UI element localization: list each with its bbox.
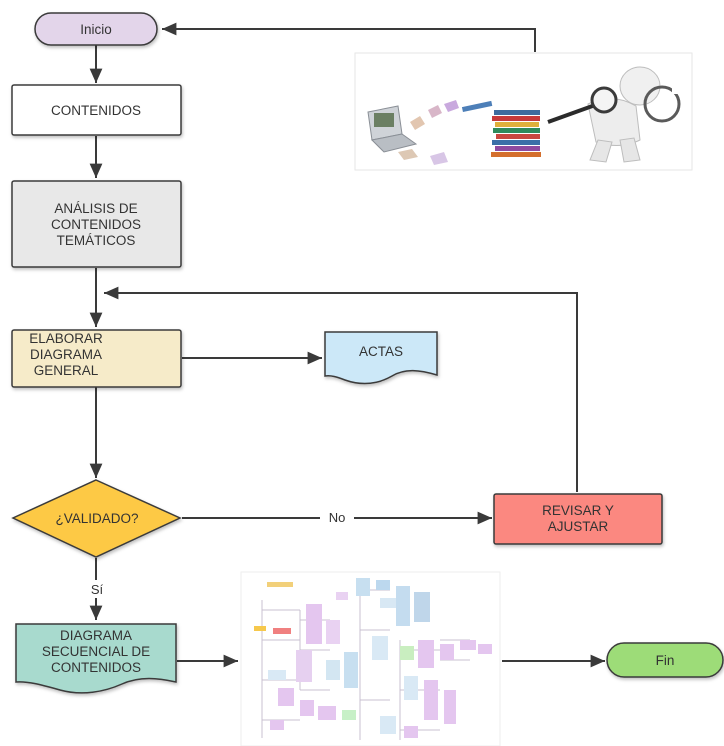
analysis-label-line-3: TEMÁTICOS xyxy=(57,233,136,248)
elaborate-node xyxy=(11,329,182,388)
decision-label: ¿VALIDADO? xyxy=(55,511,138,526)
end-node xyxy=(606,642,724,678)
contents-label: CONTENIDOS xyxy=(51,103,141,118)
magnifier-person-icon xyxy=(547,66,682,163)
analysis-label-line-2: CONTENIDOS xyxy=(51,217,141,232)
thumbnail-boxes xyxy=(254,578,492,738)
edge-yes-label: Sí xyxy=(91,582,104,597)
contents-node xyxy=(11,84,182,136)
sequence-diagram-thumbnail xyxy=(240,571,501,746)
edge-revise-loop xyxy=(104,286,578,492)
elaborate-label-line-1: ELABORAR xyxy=(29,331,103,346)
analysis-node xyxy=(11,180,182,268)
end-label: Fin xyxy=(656,653,675,668)
research-illustration xyxy=(354,52,693,171)
edge-yes-label-bg xyxy=(84,580,110,598)
analysis-label-line-1: ANÁLISIS DE xyxy=(54,201,137,216)
decision-node xyxy=(11,479,182,558)
elaborate-label-line-2: DIAGRAMA xyxy=(30,347,102,362)
edge-no-label: No xyxy=(329,510,346,525)
revise-node xyxy=(493,493,663,545)
edge-no-label-bg xyxy=(320,508,354,526)
elaborate-label-line-3: GENERAL xyxy=(34,363,99,378)
revise-label-line-1: REVISAR Y xyxy=(542,503,614,518)
actas-label: ACTAS xyxy=(359,344,403,359)
start-label: Inicio xyxy=(80,22,112,37)
revise-label-line-2: AJUSTAR xyxy=(548,519,609,534)
flying-papers-icon xyxy=(398,100,459,165)
start-node xyxy=(34,12,158,46)
sequence-label-line-2: SECUENCIAL DE xyxy=(42,644,150,659)
laptop-icon xyxy=(367,105,418,153)
thumbnail-lines xyxy=(261,580,470,740)
sequence-node xyxy=(15,623,177,694)
actas-node xyxy=(324,331,438,385)
sequence-label-line-1: DIAGRAMA xyxy=(60,628,132,643)
sequence-label-line-3: CONTENIDOS xyxy=(51,660,141,675)
books-stack-icon xyxy=(461,100,541,157)
edge-image-to-start xyxy=(162,22,536,52)
